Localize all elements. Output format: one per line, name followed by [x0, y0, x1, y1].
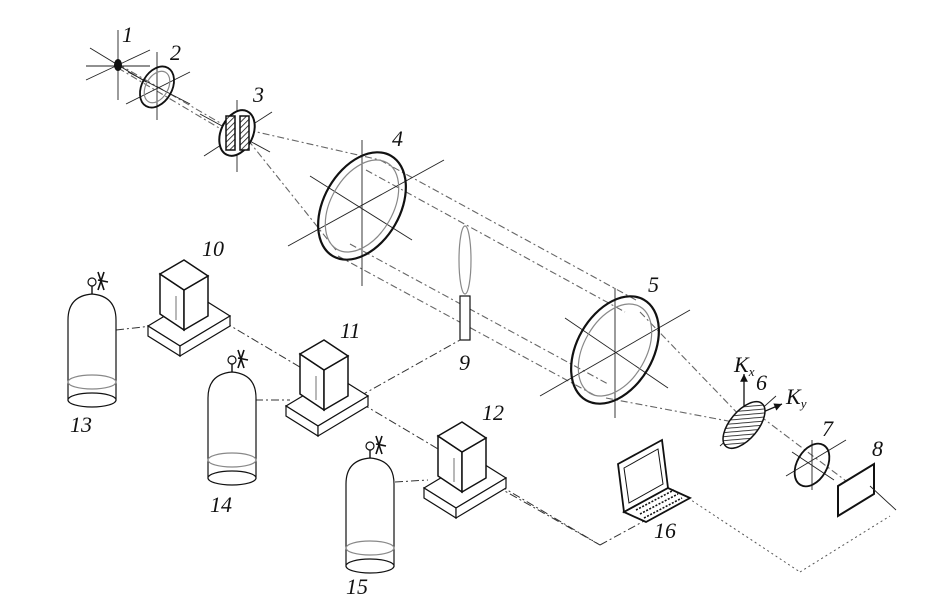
label-2: 2	[170, 40, 181, 65]
label-8: 8	[872, 436, 883, 461]
label-16: 16	[654, 518, 676, 543]
label-10: 10	[202, 236, 224, 261]
label-7: 7	[822, 416, 834, 441]
element-4-mirror	[287, 140, 445, 286]
kx-sub: x	[748, 364, 755, 379]
device-12	[422, 421, 508, 520]
label-1: 1	[122, 22, 133, 47]
kx-main: K	[733, 352, 750, 377]
label-12: 12	[482, 400, 504, 425]
ky-main: K	[785, 384, 802, 409]
element-2-lens	[125, 52, 191, 120]
laptop-16	[617, 438, 693, 524]
element-7-lens	[785, 439, 847, 490]
element-9-probe	[458, 225, 472, 341]
cylinder-14	[207, 349, 257, 486]
cylinder-13	[67, 271, 117, 408]
label-11: 11	[340, 318, 360, 343]
label-6: 6	[756, 370, 767, 395]
element-5-mirror	[539, 288, 691, 418]
element-8-screen	[837, 462, 897, 518]
label-14: 14	[210, 492, 232, 517]
kx-label: Kx	[733, 352, 755, 379]
label-4: 4	[392, 126, 403, 151]
device-10	[146, 259, 232, 358]
element-3-aperture	[199, 100, 273, 172]
element-6-disk	[719, 374, 783, 450]
k-labels: Kx Ky	[733, 352, 807, 411]
label-13: 13	[70, 412, 92, 437]
number-labels: 1 2 3 4 5 6 7 8 9 10 11 12 13 14 15 16	[70, 22, 883, 599]
label-5: 5	[648, 272, 659, 297]
label-15: 15	[346, 574, 368, 599]
label-9: 9	[459, 350, 470, 375]
ky-sub: y	[799, 396, 807, 411]
label-3: 3	[252, 82, 264, 107]
device-11	[284, 339, 370, 438]
ky-label: Ky	[785, 384, 807, 411]
cylinder-15	[345, 435, 395, 574]
